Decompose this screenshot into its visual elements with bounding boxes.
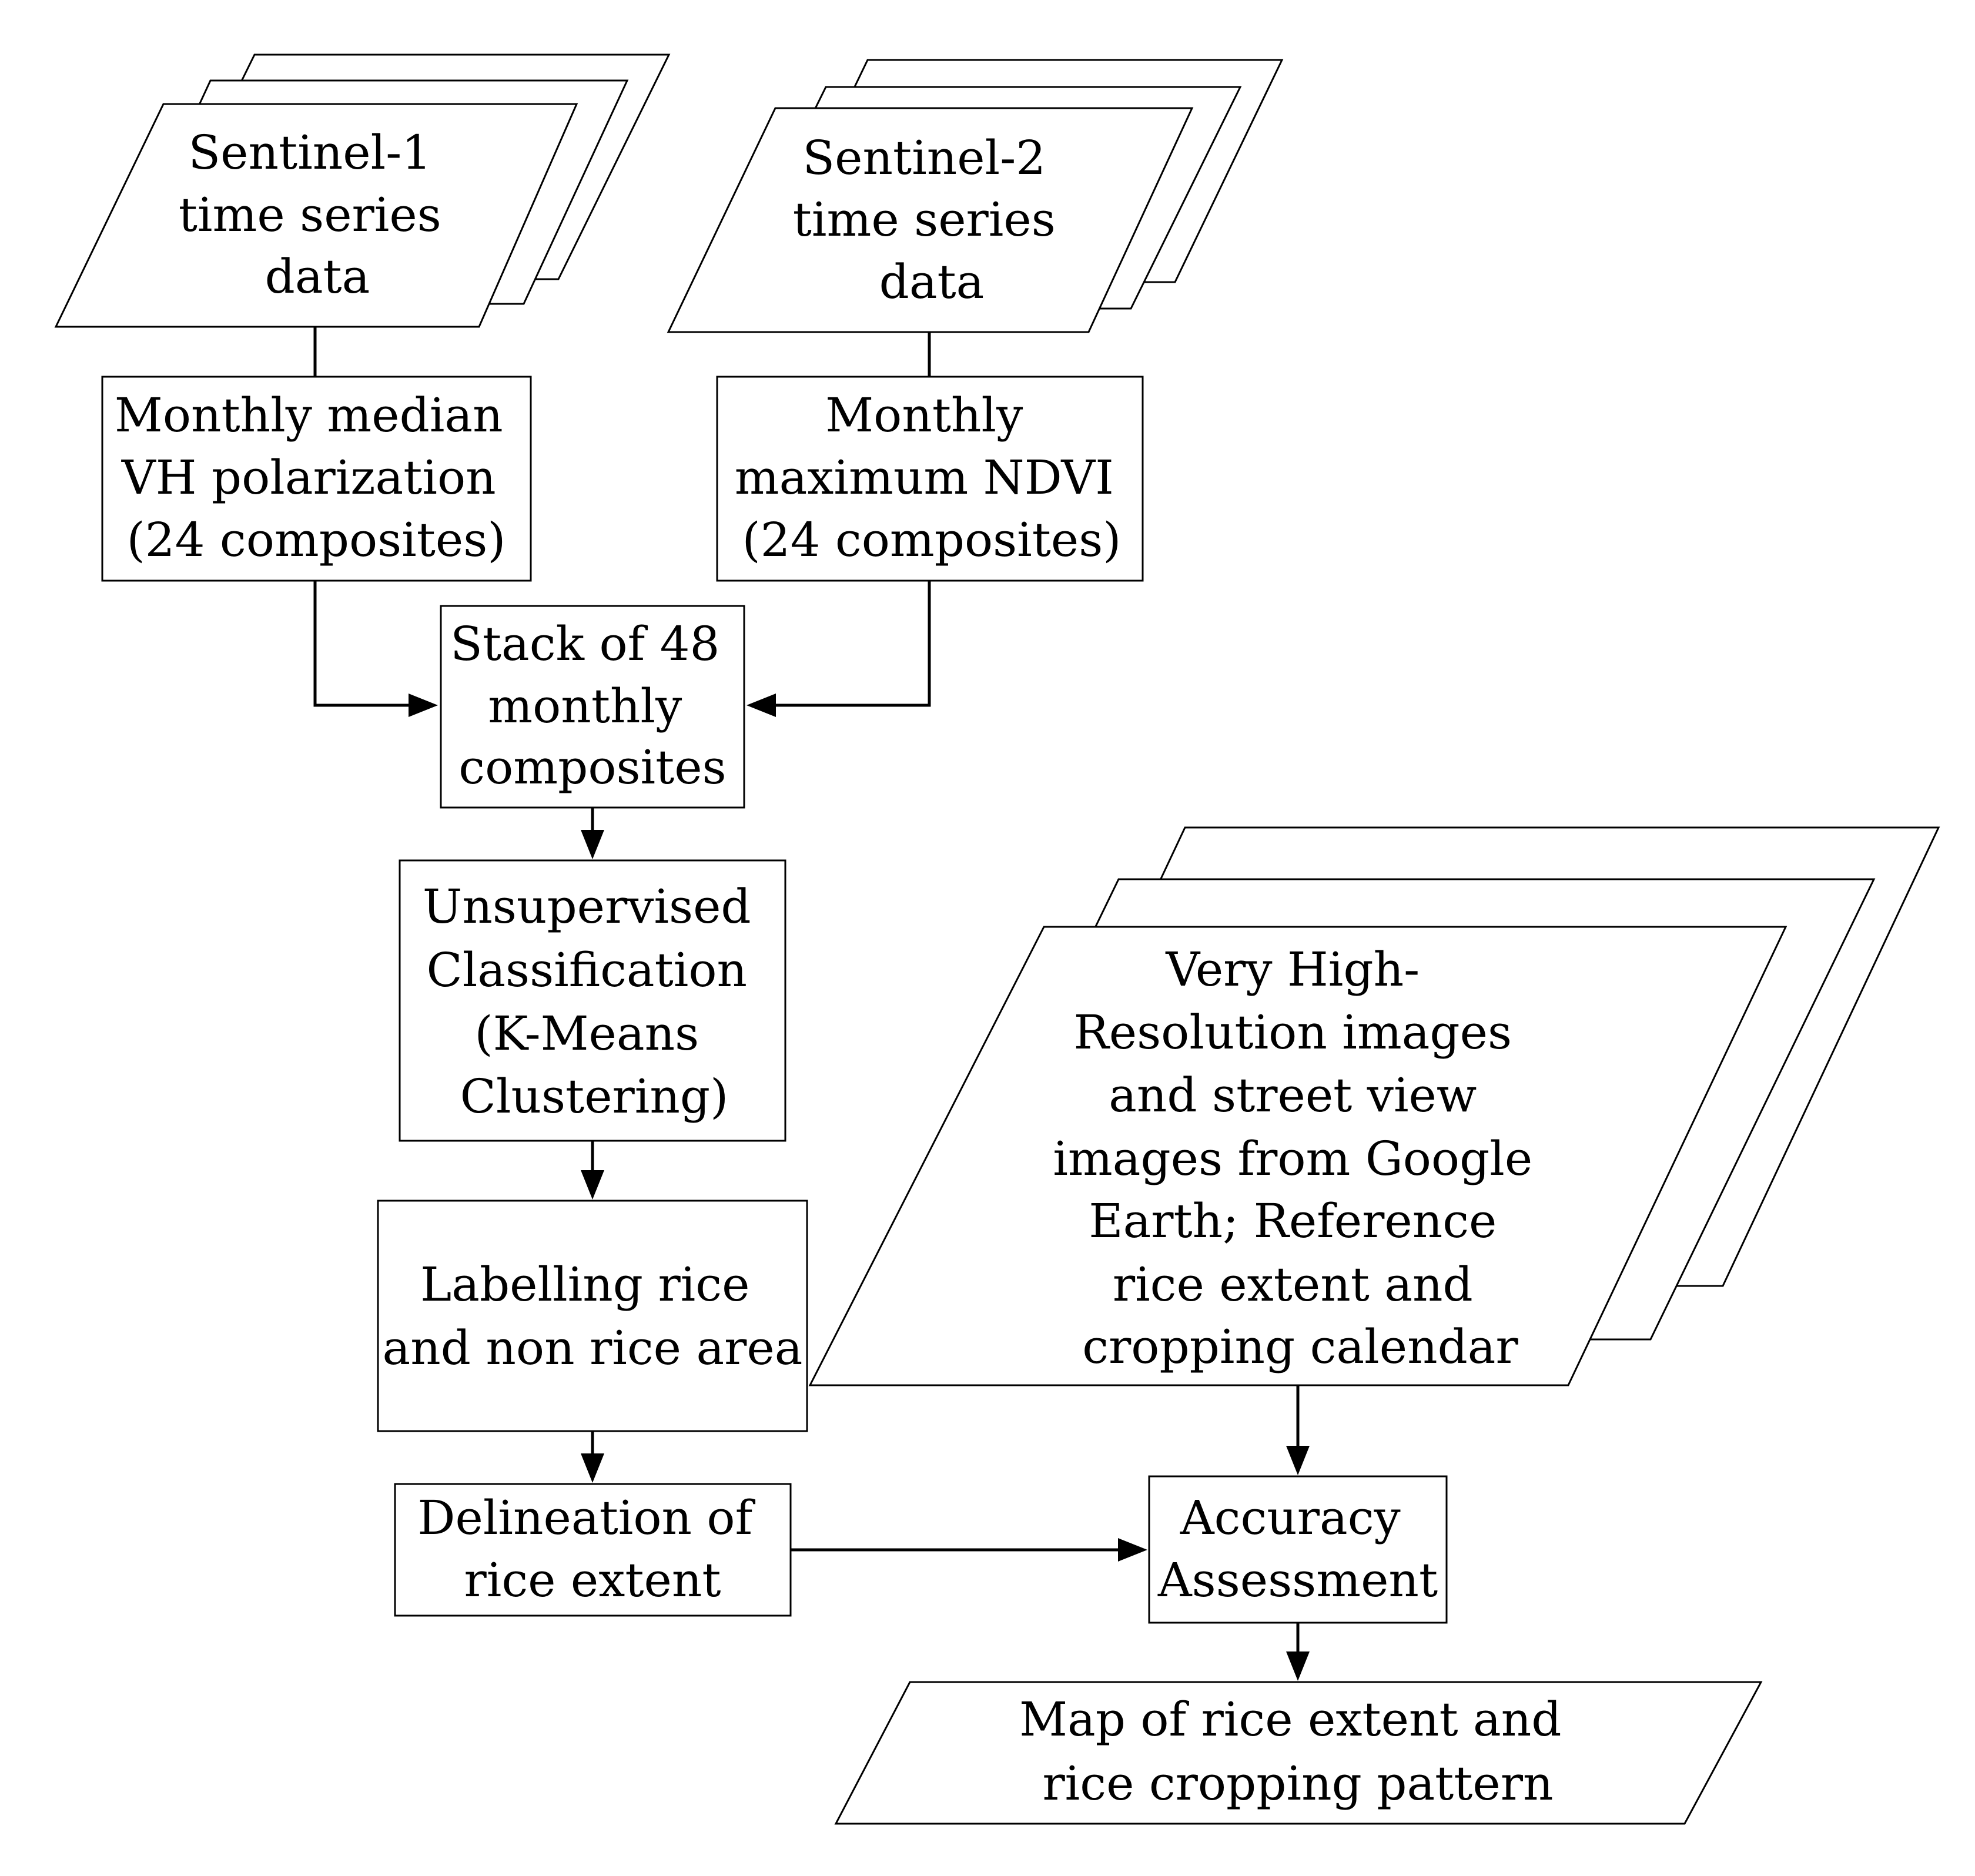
sentinel1-data-node: Sentinel-1 time series data [54,53,671,328]
vhr-reference-node: Very High- Resolution images and street … [808,826,1940,1386]
arrow-ndvi-to-stack [747,581,931,717]
accuracy-label: Accuracy Assessment [1157,1490,1438,1607]
accuracy-node: Accuracy Assessment [1148,1475,1448,1624]
vhr-label: Very High- Resolution images and street … [1053,942,1547,1374]
vh-label: Monthly median VH polarization (24 compo… [115,388,518,567]
labelling-node: Labelling rice and non rice area [377,1200,808,1432]
arrow-accuracy-to-map [1286,1623,1310,1681]
map-label: Map of rice extent and rice cropping pat… [1019,1692,1576,1811]
arrow-kmeans-to-labelling [581,1141,604,1200]
arrow-vhr-to-accuracy [1286,1385,1310,1475]
sentinel2-data-node: Sentinel-2 time series data [667,59,1284,333]
sentinel2-label: Sentinel-2 time series data [793,130,1070,309]
arrow-delineation-to-accuracy [791,1538,1147,1562]
delineation-node: Delineation of rice extent [394,1483,792,1617]
vh-composites-node: Monthly median VH polarization (24 compo… [101,376,532,582]
arrow-stack-to-kmeans [581,808,604,859]
ndvi-label: Monthly maximum NDVI (24 composites) [735,388,1129,567]
stack-node: Stack of 48 monthly composites [440,605,745,809]
kmeans-node: Unsupervised Classification (K-Means Clu… [399,859,786,1142]
delineation-label: Delineation of rice extent [417,1490,767,1607]
labelling-label: Labelling rice and non rice area [383,1257,803,1375]
arrow-vh-to-stack [313,581,438,717]
arrow-labelling-to-delineation [581,1431,604,1483]
map-output-node: Map of rice extent and rice cropping pat… [834,1681,1763,1825]
sentinel1-label: Sentinel-1 time series data [179,125,456,304]
kmeans-label: Unsupervised Classification (K-Means Clu… [423,879,766,1124]
ndvi-composites-node: Monthly maximum NDVI (24 composites) [716,376,1144,582]
stack-label: Stack of 48 monthly composites [450,617,735,795]
